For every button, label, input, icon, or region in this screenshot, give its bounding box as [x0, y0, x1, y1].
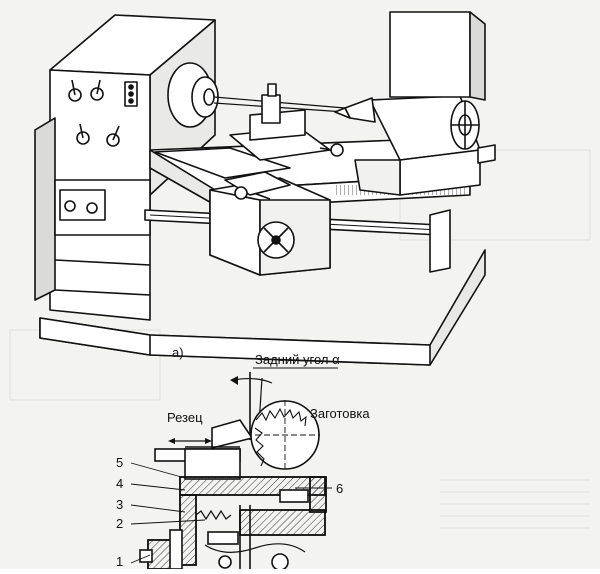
callout-leaders [130, 462, 332, 564]
callout-6: 6 [336, 481, 343, 496]
tool-slide [179, 476, 327, 571]
cutter [154, 419, 254, 480]
callout-4: 4 [116, 476, 123, 491]
callout-3: 3 [116, 497, 123, 512]
cutting-scheme [130, 367, 338, 571]
carriage-apron [154, 83, 344, 276]
callout-5: 5 [116, 455, 123, 470]
feed-gearbox [34, 117, 151, 301]
panel-a-label: а) [172, 345, 184, 360]
base-clamp [139, 529, 183, 570]
lathe-base [39, 249, 486, 366]
tailstock [334, 11, 496, 196]
cutter-label: Резец [167, 410, 203, 425]
spindle-chuck [167, 62, 346, 128]
workpiece [250, 400, 320, 472]
callout-2: 2 [116, 516, 123, 531]
clearance-angle-label: Задний угол α [255, 352, 340, 367]
lathe-illustration [34, 11, 496, 366]
callout-1: 1 [116, 554, 123, 569]
workpiece-label: Заготовка [310, 406, 370, 421]
